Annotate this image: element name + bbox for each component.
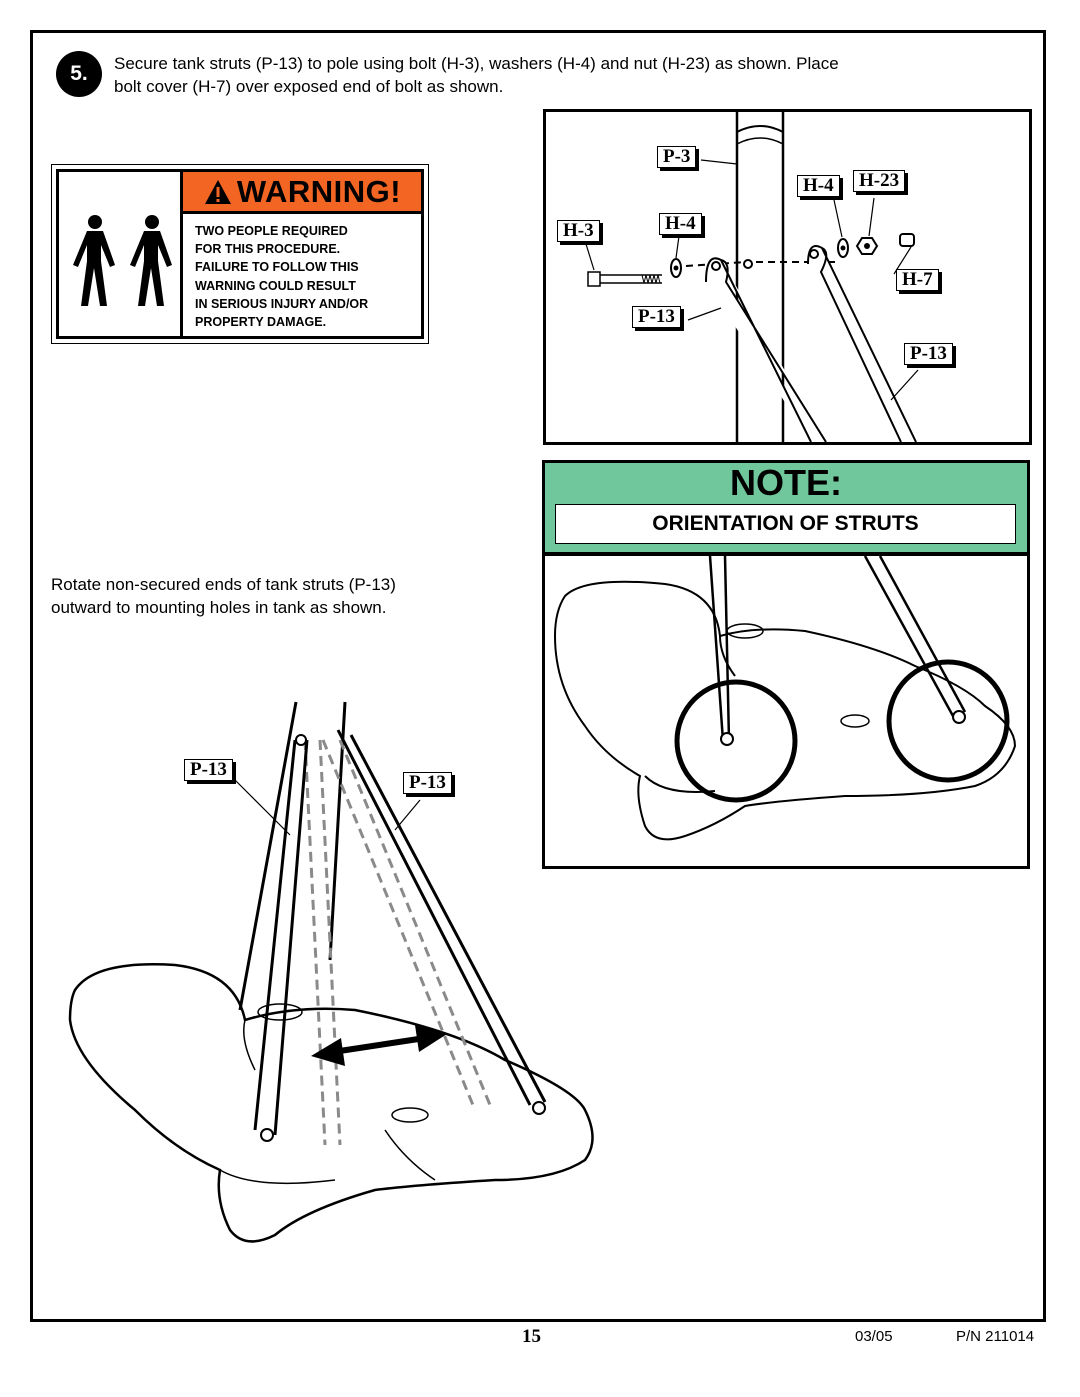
hardware-detail-diagram [543, 109, 1032, 445]
step-instruction: Secure tank struts (P-13) to pole using … [114, 52, 1014, 98]
warning-line: WARNING COULD RESULT [195, 278, 356, 293]
label-h4-left: H-4 [659, 213, 702, 235]
step-number-badge: 5. [56, 51, 102, 97]
warning-label-border [51, 164, 429, 344]
part-number: P/N 211014 [956, 1328, 1035, 1345]
warning-label: WARNING! TWO PEOPLE REQUIRED FOR THIS PR… [56, 169, 424, 339]
strut-orientation-diagram [542, 553, 1030, 869]
label-h7: H-7 [896, 269, 939, 291]
warning-line: TWO PEOPLE REQUIRED [195, 224, 348, 238]
warning-text: TWO PEOPLE REQUIRED FOR THIS PROCEDURE. … [195, 222, 419, 331]
tank-strut-illustration [55, 690, 615, 1250]
warning-line: FOR THIS PROCEDURE. [195, 242, 341, 257]
warning-line: PROPERTY DAMAGE. [195, 315, 327, 330]
label-p3: P-3 [657, 146, 697, 168]
label-p13-main-right: P-13 [403, 772, 452, 794]
warning-triangle-icon [204, 179, 231, 204]
rotate-instruction-line1: Rotate non-secured ends of tank struts (… [51, 575, 396, 594]
step-instruction-line2: bolt cover (H-7) over exposed end of bol… [114, 77, 504, 96]
rotate-instruction-line2: outward to mounting holes in tank as sho… [51, 598, 387, 617]
label-p13-detail-upper: P-13 [632, 306, 681, 328]
note-banner: NOTE: ORIENTATION OF STRUTS [542, 460, 1030, 555]
note-subtitle: ORIENTATION OF STRUTS [555, 504, 1016, 544]
step-instruction-line1: Secure tank struts (P-13) to pole using … [114, 54, 839, 73]
warning-header: WARNING! [183, 172, 421, 214]
revision-date: 03/05 [855, 1328, 893, 1345]
label-p13-main-left: P-13 [184, 759, 233, 781]
warning-title: WARNING! [236, 173, 402, 209]
two-people-icon [59, 172, 183, 336]
page-number: 15 [522, 1326, 541, 1347]
rotate-instruction: Rotate non-secured ends of tank struts (… [51, 573, 491, 619]
label-h4-right: H-4 [797, 175, 840, 197]
label-h3: H-3 [557, 220, 600, 242]
label-p13-detail-lower: P-13 [904, 343, 953, 365]
warning-line: IN SERIOUS INJURY AND/OR [195, 296, 369, 311]
label-h23: H-23 [853, 170, 906, 192]
page-frame [30, 30, 1046, 1322]
note-title: NOTE: [730, 462, 842, 503]
warning-line: FAILURE TO FOLLOW THIS [195, 260, 359, 275]
